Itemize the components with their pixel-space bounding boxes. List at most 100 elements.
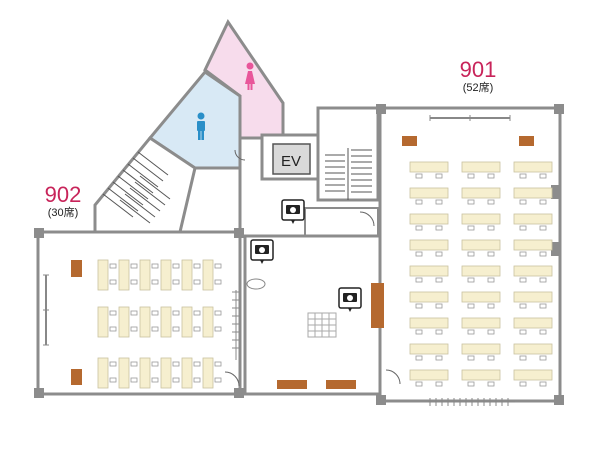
room-901-label: 901 (52席) xyxy=(448,58,508,95)
desk xyxy=(97,306,109,338)
chair xyxy=(539,225,547,231)
chair xyxy=(109,263,117,269)
chair xyxy=(172,263,180,269)
chair xyxy=(193,326,201,332)
chair xyxy=(193,279,201,285)
desk xyxy=(513,343,553,355)
chair xyxy=(487,199,495,205)
desk xyxy=(461,343,501,355)
chair xyxy=(539,251,547,257)
radiator-902 xyxy=(232,290,240,360)
chair xyxy=(519,251,527,257)
desk xyxy=(461,291,501,303)
chair xyxy=(435,199,443,205)
desk xyxy=(461,239,501,251)
desk xyxy=(139,306,151,338)
lobby-table-left xyxy=(277,380,307,389)
chair xyxy=(487,225,495,231)
room-901-seats: (52席) xyxy=(462,82,494,94)
corridor-wall xyxy=(195,166,242,232)
desk xyxy=(181,259,193,291)
desk xyxy=(202,259,214,291)
chair xyxy=(539,381,547,387)
desk xyxy=(118,306,130,338)
chair xyxy=(130,361,138,367)
stairs xyxy=(325,148,372,200)
lobby xyxy=(243,234,382,396)
chair xyxy=(109,279,117,285)
desk xyxy=(409,343,449,355)
door-restroom xyxy=(234,149,246,161)
desk xyxy=(202,357,214,389)
chair xyxy=(519,355,527,361)
chair xyxy=(467,173,475,179)
diagonal-stairs xyxy=(102,151,171,224)
chair xyxy=(151,326,159,332)
desk xyxy=(409,213,449,225)
desk xyxy=(513,369,553,381)
chair xyxy=(467,303,475,309)
room-902-number: 902 xyxy=(44,182,82,207)
desk xyxy=(409,187,449,199)
chair xyxy=(214,377,222,383)
podium-901-left xyxy=(402,136,417,146)
elevator-label: EV xyxy=(281,153,301,170)
chair xyxy=(109,361,117,367)
desk xyxy=(513,161,553,173)
chair xyxy=(519,173,527,179)
chair xyxy=(519,329,527,335)
desk xyxy=(409,265,449,277)
desk-grid-902 xyxy=(97,259,222,389)
chair xyxy=(193,310,201,316)
desk xyxy=(461,213,501,225)
chair xyxy=(487,303,495,309)
chair xyxy=(130,310,138,316)
camera-icon xyxy=(338,287,362,312)
podium-902-top xyxy=(71,260,82,277)
chair xyxy=(214,310,222,316)
chair xyxy=(435,173,443,179)
chair xyxy=(130,326,138,332)
lobby-counter xyxy=(371,283,384,328)
desk xyxy=(409,317,449,329)
chair xyxy=(214,279,222,285)
desk xyxy=(409,239,449,251)
chair xyxy=(151,263,159,269)
chair xyxy=(487,355,495,361)
chair xyxy=(172,279,180,285)
chair xyxy=(193,361,201,367)
chair xyxy=(467,381,475,387)
chair xyxy=(193,263,201,269)
chair xyxy=(415,303,423,309)
chair xyxy=(435,381,443,387)
chair xyxy=(415,173,423,179)
chair xyxy=(214,263,222,269)
podium-902-bottom xyxy=(71,369,82,385)
chair xyxy=(487,277,495,283)
chair xyxy=(415,225,423,231)
desk xyxy=(513,213,553,225)
chair xyxy=(109,326,117,332)
male-restroom-icon xyxy=(197,112,205,140)
podium-901-right xyxy=(519,136,534,146)
desk xyxy=(513,291,553,303)
door-901 xyxy=(385,369,401,385)
chair xyxy=(487,173,495,179)
chair xyxy=(487,251,495,257)
chair xyxy=(467,225,475,231)
chair xyxy=(109,377,117,383)
desk xyxy=(461,187,501,199)
chair xyxy=(151,377,159,383)
chair xyxy=(130,377,138,383)
chair xyxy=(467,355,475,361)
elevator-car xyxy=(272,143,311,175)
room-902-label: 902 (30席) xyxy=(38,183,88,220)
chair xyxy=(415,199,423,205)
chair xyxy=(467,277,475,283)
chair xyxy=(519,225,527,231)
desk xyxy=(513,239,553,251)
chair xyxy=(415,251,423,257)
female-restroom-icon xyxy=(245,62,255,90)
chair xyxy=(214,326,222,332)
chair xyxy=(487,381,495,387)
